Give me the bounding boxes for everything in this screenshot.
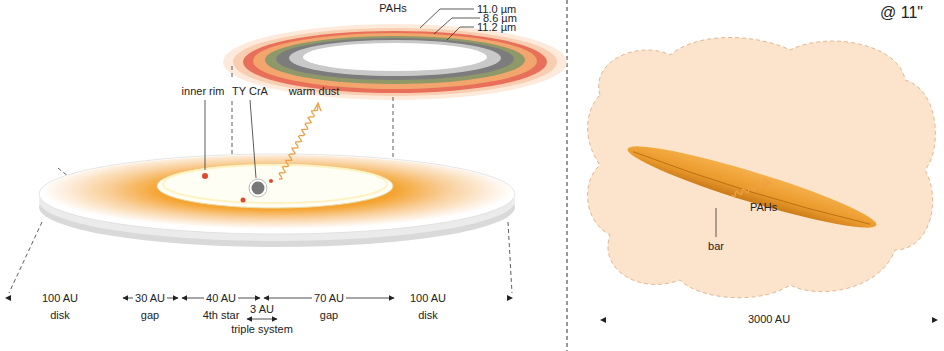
disk (39, 154, 515, 247)
region-label: 4th star (203, 309, 240, 322)
part-label: bar (708, 240, 724, 253)
stars (202, 173, 273, 203)
region-label: disk (50, 309, 70, 322)
emission-arrow (279, 104, 318, 179)
leader-lines (205, 100, 256, 178)
dimension-label: 40 AU (204, 292, 238, 305)
dimension-label: 100 AU (40, 292, 80, 305)
emission-region (588, 38, 936, 298)
emission-arrow (732, 183, 770, 197)
dimension-label: 3 AU (250, 303, 274, 316)
aperture-label: @ 11" (880, 4, 923, 22)
emission-label: PAHs (750, 201, 777, 214)
dimension-label: 100 AU (408, 292, 448, 305)
dimension-label: 70 AU (312, 292, 346, 305)
part-label: inner rim (182, 85, 225, 98)
leader-lines (420, 9, 480, 40)
title-label: PAHs (379, 2, 406, 15)
panel-separator (567, 0, 568, 351)
projection-lines (9, 66, 512, 293)
region-label: gap (320, 309, 338, 322)
scale-label: 3000 AU (746, 313, 792, 326)
part-label: warm dust (289, 85, 340, 98)
region-label: triple system (231, 323, 293, 336)
wavelength-label: 11.2 µm (477, 21, 516, 34)
pah-rings (223, 24, 567, 100)
dimension-label: 30 AU (133, 292, 167, 305)
leader-line (716, 208, 717, 237)
bar-shape (623, 135, 880, 240)
region-label: gap (141, 309, 159, 322)
star-label: TY CrA (232, 85, 268, 98)
region-label: disk (418, 309, 438, 322)
